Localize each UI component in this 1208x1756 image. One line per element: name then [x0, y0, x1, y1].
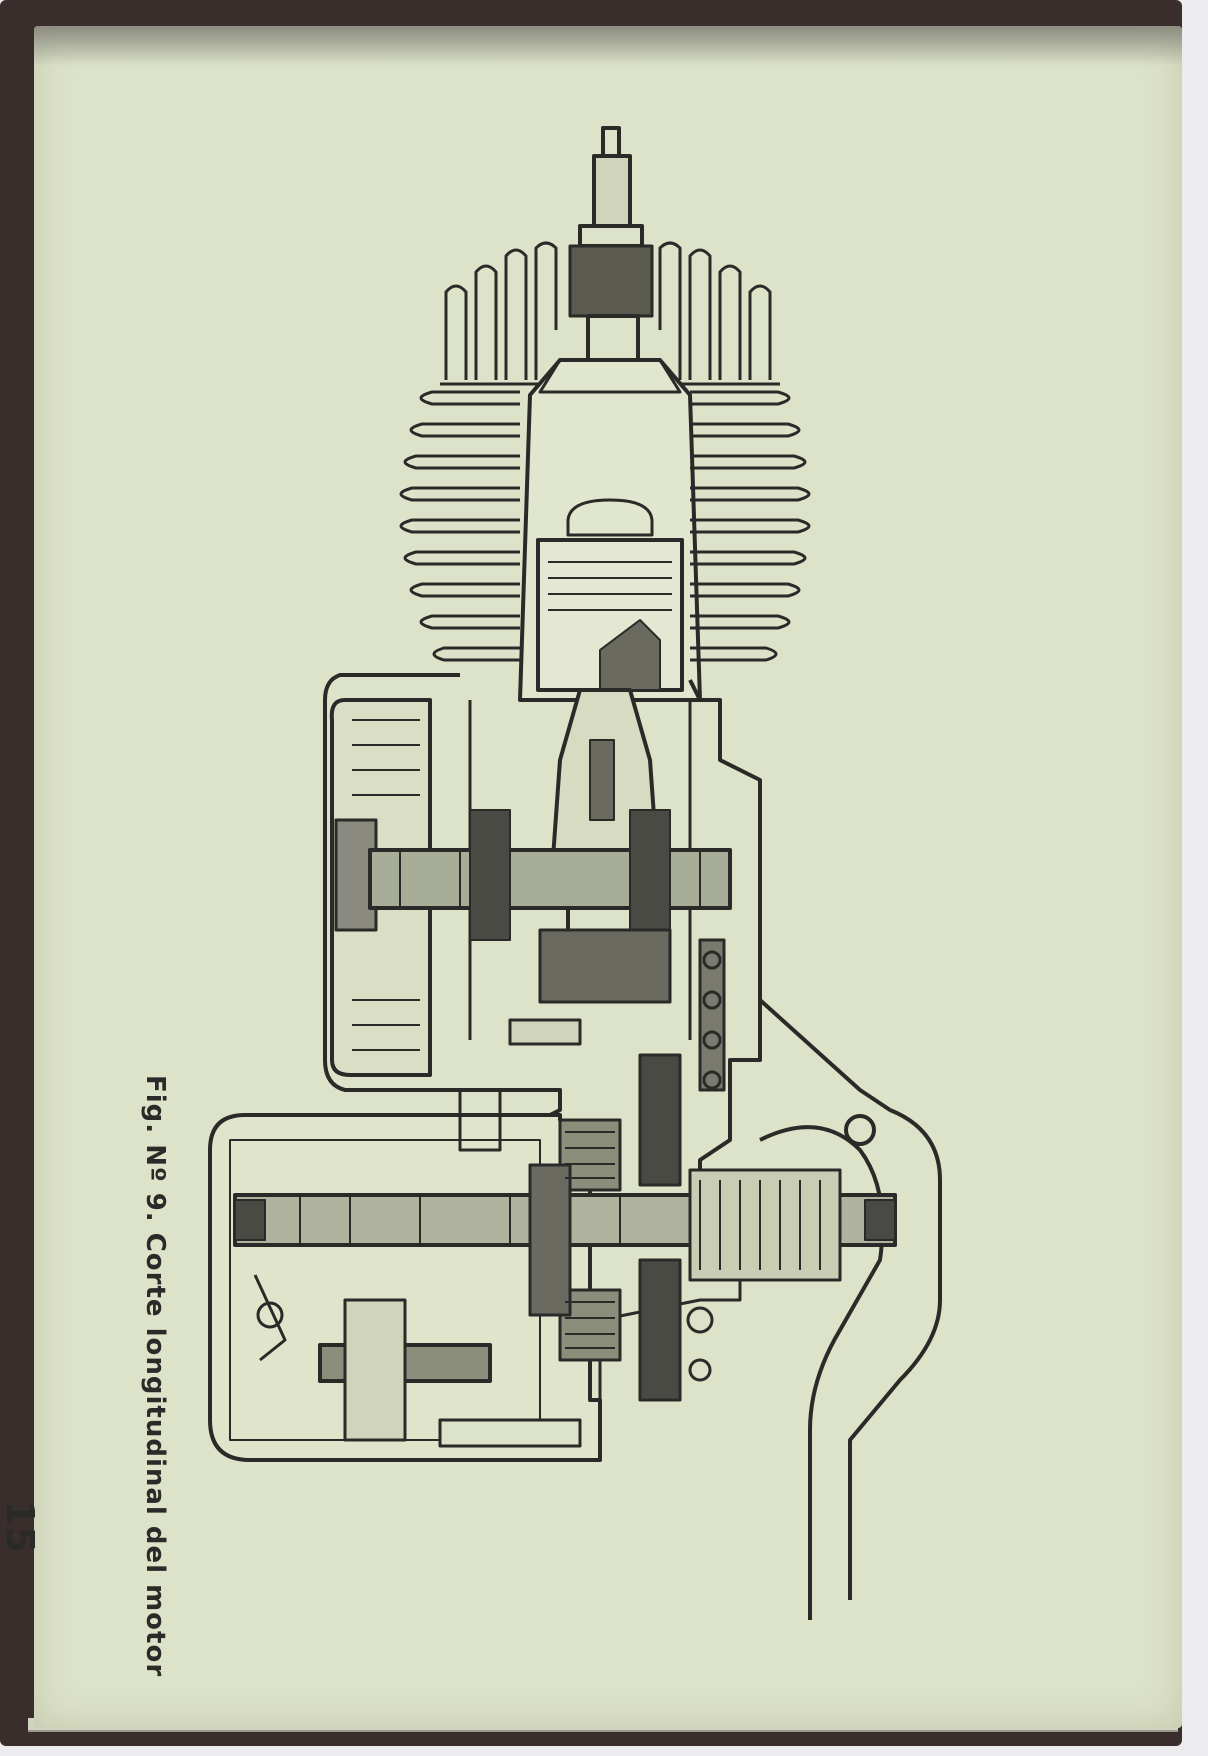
page-number: 15 — [0, 1500, 42, 1553]
gearbox-countershaft — [318, 1298, 582, 1448]
spark-plug — [568, 126, 654, 366]
engine-mount-bracket — [758, 998, 942, 1620]
cylinder-barrel-fins-left — [399, 390, 520, 662]
crankshaft — [368, 809, 732, 1004]
cylinder-barrel-fins-right — [690, 390, 811, 662]
clutch-assembly — [686, 1168, 842, 1382]
figure-caption: Fig. Nº 9. Corte longitudinal del motor — [140, 1075, 170, 1678]
cylinder-head-fins — [440, 241, 780, 386]
primary-chain — [698, 938, 726, 1092]
kickstart-detail — [253, 1018, 582, 1362]
piston — [536, 538, 684, 692]
gear-clusters — [528, 1053, 682, 1402]
